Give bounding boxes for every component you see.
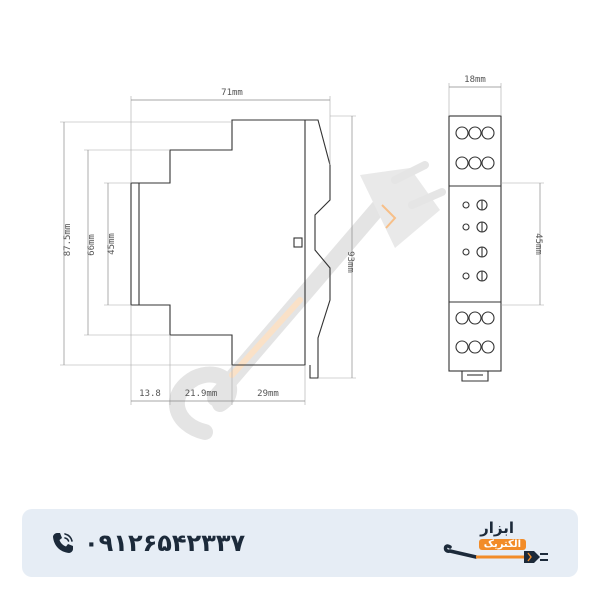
label-71mm: 71mm: [221, 88, 243, 98]
dim-height-66: 66mm: [84, 149, 170, 336]
dim-height-45-left: 45mm: [104, 182, 131, 306]
brand-logo: ابزار الکتریک: [436, 517, 556, 571]
brand-name-line1: ابزار: [480, 519, 514, 537]
front-bottom-tab: [461, 371, 489, 382]
label-66mm: 66mm: [87, 234, 97, 256]
phone-number[interactable]: ۰۹۱۲۶۵۴۲۳۳۷: [84, 529, 246, 557]
phone-block[interactable]: ۰۹۱۲۶۵۴۲۳۳۷: [50, 527, 245, 559]
dim-overall-width: 71mm: [130, 88, 331, 183]
label-18mm: 18mm: [464, 75, 486, 85]
indicator-leds: [462, 201, 470, 280]
din-clip: [305, 119, 331, 379]
dim-module-width: 18mm: [448, 75, 502, 116]
contact-footer: ۰۹۱۲۶۵۴۲۳۳۷ ابزار الکتریک: [22, 509, 578, 577]
front-view: [448, 115, 502, 382]
terminal-row-bottom-1: [455, 311, 495, 325]
phone-icon: [53, 533, 73, 553]
terminal-row-bottom-2: [455, 340, 495, 354]
front-view-body: [448, 115, 502, 372]
clip-tab: [293, 237, 303, 248]
dim-height-45-right: 45mm: [501, 182, 544, 306]
technical-drawing: 71mm 18mm 87.5mm 66mm 45mm 93mm 45mm: [60, 75, 544, 440]
dim-height-87-5: 87.5mm: [60, 121, 232, 366]
label-13-8: 13.8: [139, 389, 161, 399]
brand-name-line2: الکتریک: [478, 539, 526, 550]
label-87-5mm: 87.5mm: [63, 224, 73, 257]
label-93mm: 93mm: [345, 251, 355, 273]
dim-overall-height: 93mm: [318, 115, 356, 379]
adjustment-knobs: [476, 199, 488, 282]
terminal-row-top-2: [455, 156, 495, 170]
dim-bottom: 13.8 21.9mm 29mm: [130, 305, 306, 405]
label-45mm-left: 45mm: [107, 233, 117, 255]
terminal-row-top-1: [455, 126, 495, 140]
label-21-9mm: 21.9mm: [185, 389, 218, 399]
side-view: [130, 119, 331, 379]
label-29mm: 29mm: [257, 389, 279, 399]
label-45mm-right: 45mm: [533, 233, 543, 255]
wrench-plug-icon: [443, 544, 548, 563]
